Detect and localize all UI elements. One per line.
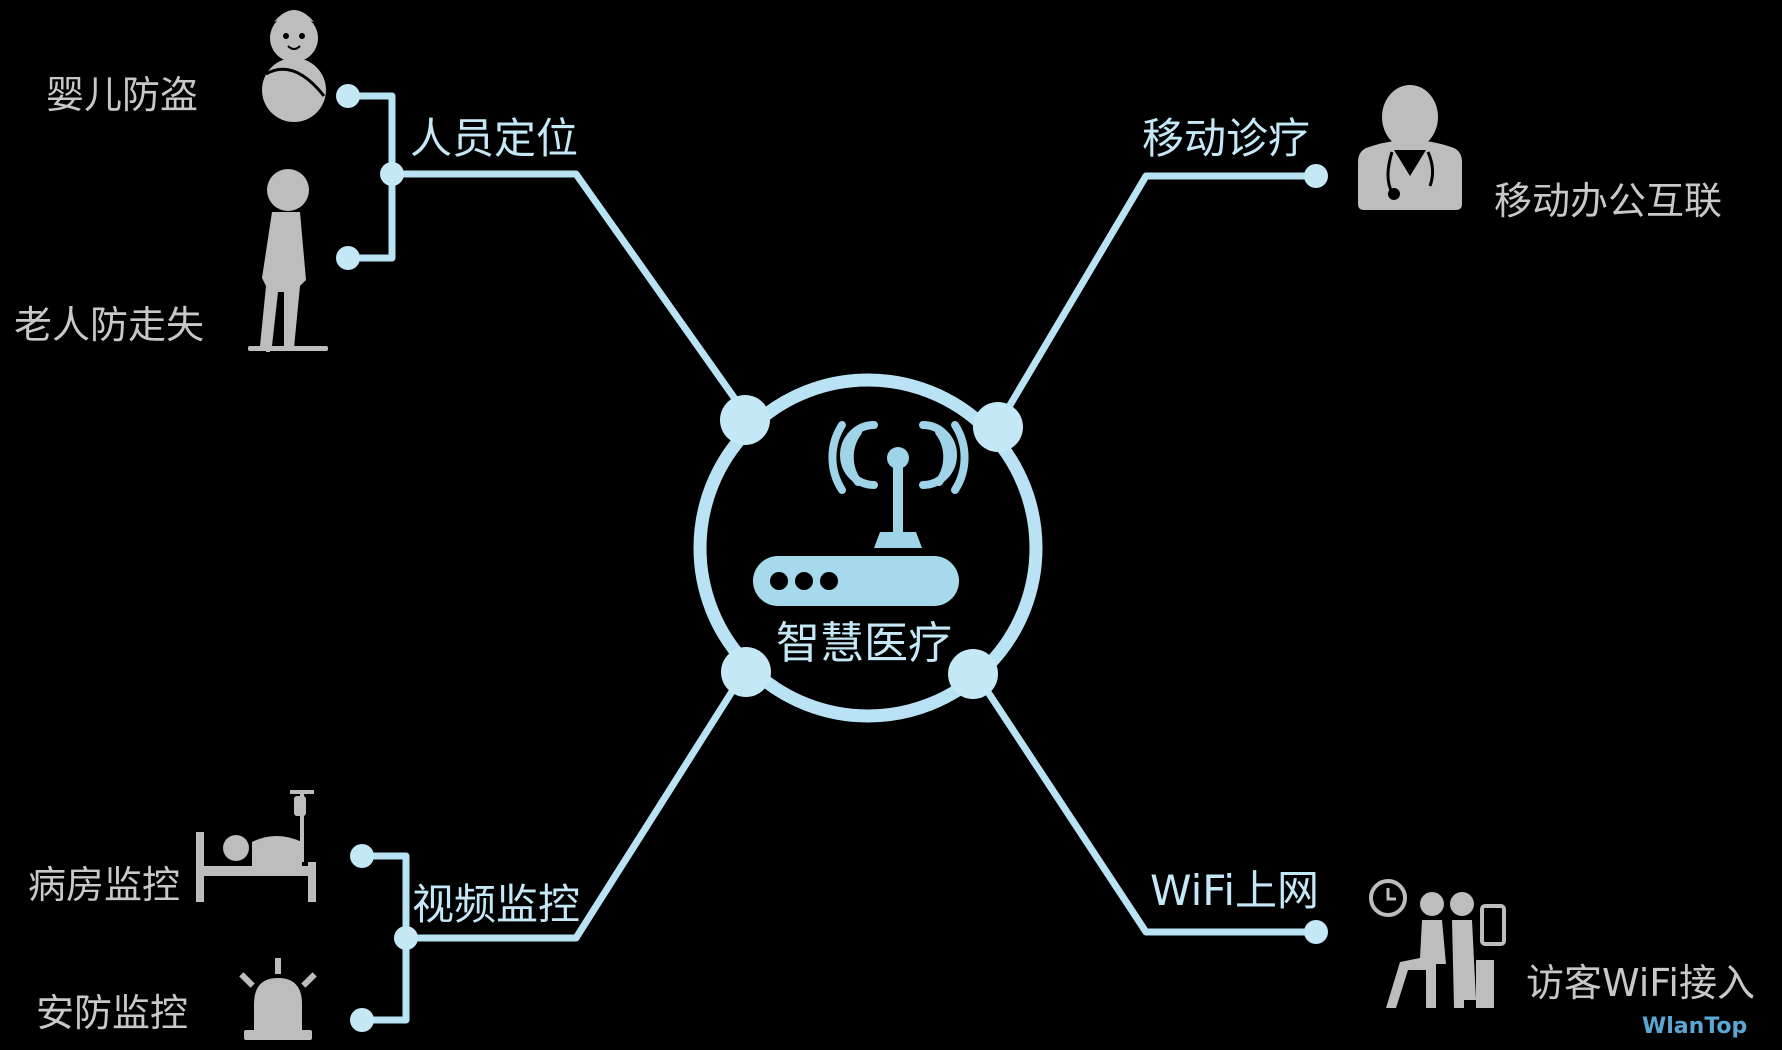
item-label-baby-anti-theft: 婴儿防盗: [46, 73, 199, 117]
baby-icon: [262, 10, 326, 122]
hub-title: 智慧医疗: [776, 618, 952, 669]
end-dot-top-right: [1304, 164, 1328, 188]
branch-title-top-left: 人员定位: [410, 114, 579, 163]
item-label-elderly-anti-wandering: 老人防走失: [14, 303, 205, 347]
elderly-person-icon: [248, 169, 328, 352]
alarm-light-icon: [239, 958, 317, 1040]
wifi-router-icon: [753, 421, 969, 606]
hub-ring: [693, 373, 1043, 723]
branch-title-top-right: 移动诊疗: [1142, 114, 1311, 163]
waiting-room-icon: [1369, 879, 1506, 1008]
hub-node-bottom-left: [721, 647, 771, 697]
end-dot-elderly: [336, 246, 360, 270]
connector-bottom-right: [977, 678, 1316, 936]
end-dot-bottom-right: [1304, 920, 1328, 944]
hub-node-top-right: [973, 402, 1023, 452]
item-label-visitor-wifi: 访客WiFi接入: [1526, 961, 1755, 1005]
connector-top-left: [390, 170, 748, 416]
doctor-icon: [1358, 85, 1462, 210]
junction-dot-top-left: [380, 162, 404, 186]
item-label-ward-monitoring: 病房监控: [28, 863, 181, 907]
connector-bottom-left: [410, 669, 748, 942]
junction-dot-bottom-left: [394, 926, 418, 950]
end-dot-ward: [350, 844, 374, 868]
hospital-bed-icon: [196, 790, 316, 902]
item-label-security-monitoring: 安防监控: [36, 991, 189, 1035]
end-dot-security: [350, 1008, 374, 1032]
branch-title-bottom-right: WiFi上网: [1150, 866, 1320, 915]
hub-node-bottom-right: [948, 649, 998, 699]
hub-node-top-left: [720, 395, 770, 445]
branch-title-bottom-left: 视频监控: [412, 880, 581, 929]
connector-top-right: [993, 172, 1316, 429]
end-dot-baby: [336, 84, 360, 108]
watermark-logo: WlanTop: [1642, 1014, 1748, 1039]
item-label-mobile-office: 移动办公互联: [1494, 179, 1723, 223]
